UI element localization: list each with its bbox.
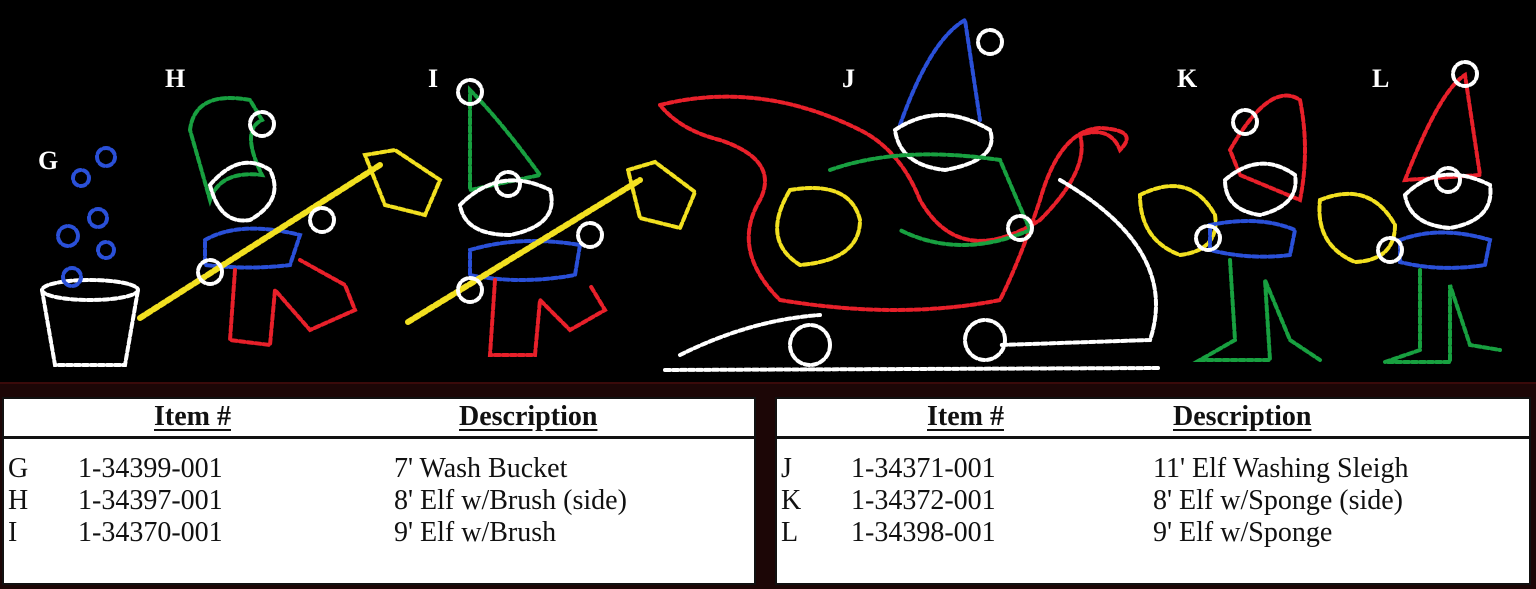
row-item: 1-34398-001 bbox=[851, 517, 996, 548]
label-g: G bbox=[38, 146, 59, 175]
row-letter: G bbox=[8, 453, 29, 484]
table-row: I 1-34370-001 9' Elf w/Brush bbox=[4, 517, 754, 549]
row-item: 1-34371-001 bbox=[851, 453, 996, 484]
row-description: 8' Elf w/Sponge (side) bbox=[1153, 485, 1404, 516]
label-i: I bbox=[428, 64, 439, 93]
wash-bucket-figure bbox=[40, 146, 140, 367]
table-header: Item # Description bbox=[777, 399, 1529, 439]
row-letter: J bbox=[781, 453, 792, 484]
row-item: 1-34370-001 bbox=[78, 517, 223, 548]
table-row: L 1-34398-001 9' Elf w/Sponge bbox=[777, 517, 1529, 549]
row-item: 1-34397-001 bbox=[78, 485, 223, 516]
table-row: H 1-34397-001 8' Elf w/Brush (side) bbox=[4, 485, 754, 517]
row-letter: L bbox=[781, 517, 799, 548]
row-description: 7' Wash Bucket bbox=[394, 453, 568, 484]
row-letter: K bbox=[781, 485, 802, 516]
header-item: Item # bbox=[154, 401, 231, 432]
item-table-left: Item # Description G 1-34399-001 7' Wash B… bbox=[2, 397, 756, 585]
label-j: J bbox=[842, 64, 855, 93]
elf-washing-sleigh-figure bbox=[656, 16, 1162, 372]
row-description: 11' Elf Washing Sleigh bbox=[1153, 453, 1409, 484]
elf-with-sponge-figure bbox=[1317, 60, 1502, 364]
label-k: K bbox=[1177, 64, 1198, 93]
table-row: K 1-34372-001 8' Elf w/Sponge (side) bbox=[777, 485, 1529, 517]
row-description: 8' Elf w/Brush (side) bbox=[394, 485, 627, 516]
label-h: H bbox=[165, 64, 186, 93]
row-description: 9' Elf w/Sponge bbox=[1153, 517, 1333, 548]
item-table-right: Item # Description J 1-34371-001 11' Elf W… bbox=[775, 397, 1531, 585]
product-illustration: G H I J K L bbox=[0, 0, 1536, 384]
elf-with-sponge-side-figure bbox=[1137, 93, 1322, 362]
label-l: L bbox=[1372, 64, 1390, 93]
row-letter: I bbox=[8, 517, 18, 548]
row-item: 1-34399-001 bbox=[78, 453, 223, 484]
row-letter: H bbox=[8, 485, 29, 516]
header-description: Description bbox=[1173, 401, 1312, 432]
row-description: 9' Elf w/Brush bbox=[394, 517, 557, 548]
row-item: 1-34372-001 bbox=[851, 485, 996, 516]
elf-with-brush-figure bbox=[405, 78, 698, 357]
elf-with-brush-side-figure bbox=[137, 96, 443, 348]
table-header: Item # Description bbox=[4, 399, 754, 439]
table-row: G 1-34399-001 7' Wash Bucket bbox=[4, 453, 754, 485]
header-item: Item # bbox=[927, 401, 1004, 432]
header-description: Description bbox=[459, 401, 598, 432]
table-row: J 1-34371-001 11' Elf Washing Sleigh bbox=[777, 453, 1529, 485]
